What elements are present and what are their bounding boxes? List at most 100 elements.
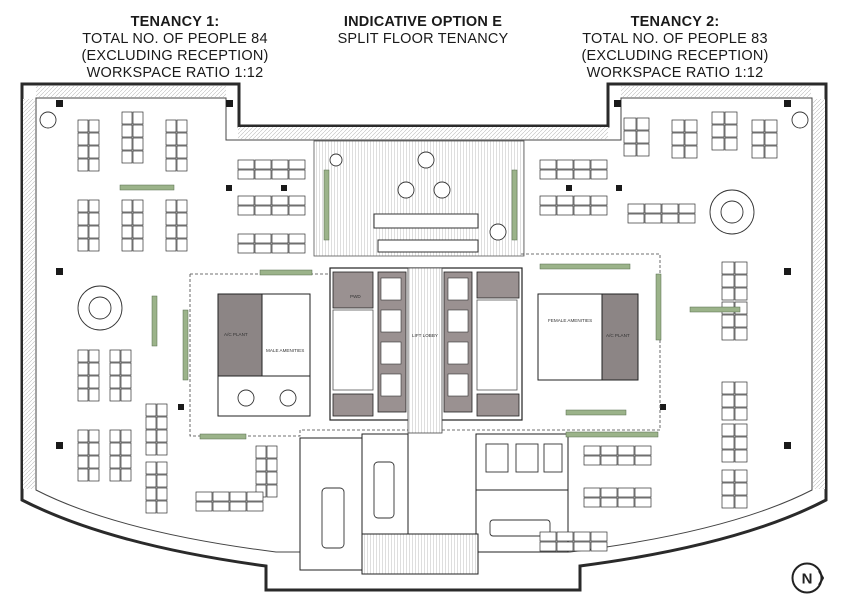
workstation (246, 501, 264, 512)
workstation (156, 442, 168, 456)
workstation (721, 449, 735, 463)
workstation (121, 225, 133, 239)
workstation (573, 169, 591, 180)
workstation (246, 491, 264, 502)
workstation (237, 159, 255, 170)
workstation (120, 375, 132, 389)
workstation (88, 132, 100, 146)
workstation (121, 124, 133, 138)
option-title: INDICATIVE OPTION E (343, 14, 503, 30)
lift-lobby-label: LIFT LOBBY (412, 333, 438, 338)
workstation (195, 501, 213, 512)
workstation (212, 501, 230, 512)
glazing-strips (23, 86, 825, 489)
workstation (590, 169, 608, 180)
workstation (156, 403, 168, 417)
workstation (255, 458, 267, 472)
tenancy-1-title: TENANCY 1: (130, 14, 220, 30)
workstation (583, 497, 601, 508)
workstation (254, 205, 272, 216)
workstation (145, 487, 157, 501)
workstation (77, 225, 89, 239)
workstation (88, 199, 100, 213)
workstation (684, 119, 698, 133)
workstation (237, 169, 255, 180)
tenancy-2-ratio: WORKSPACE RATIO 1:12 (586, 65, 764, 81)
workstation (271, 169, 289, 180)
workstation (721, 274, 735, 288)
workstation (237, 243, 255, 254)
workstation (590, 159, 608, 170)
female-amenities (537, 293, 603, 381)
workstation (132, 137, 144, 151)
workstation (77, 429, 89, 443)
workstation (120, 429, 132, 443)
workstation (678, 203, 696, 214)
workstation (556, 531, 574, 542)
workstation (623, 143, 637, 157)
north-compass-icon: N (791, 562, 824, 594)
workstation (634, 445, 652, 456)
workstation (684, 145, 698, 159)
workstation (145, 474, 157, 488)
workstation (121, 238, 133, 252)
workstation (636, 117, 650, 131)
tenancy-1-header: TENANCY 1: TOTAL NO. OF PEOPLE 84 (EXCLU… (40, 14, 310, 82)
workstation (590, 531, 608, 542)
workstation (721, 469, 735, 483)
workstation (271, 205, 289, 216)
bench-table (373, 213, 479, 229)
workstation (617, 455, 635, 466)
workstation (583, 455, 601, 466)
workstation-clusters (77, 111, 778, 552)
workstation (145, 442, 157, 456)
workstation (145, 429, 157, 443)
workstation (109, 455, 121, 469)
workstation (255, 471, 267, 485)
bench-table-2 (377, 239, 479, 253)
workstation (724, 137, 738, 151)
workstation (583, 445, 601, 456)
workstation (711, 111, 725, 125)
workstation (88, 455, 100, 469)
tenancy-1-note: (EXCLUDING RECEPTION) (81, 48, 269, 64)
ac-plant-left (217, 293, 263, 377)
workstation (165, 238, 177, 252)
workstation (121, 137, 133, 151)
workstation (165, 225, 177, 239)
workstation (109, 362, 121, 376)
workstation (77, 158, 89, 172)
workstation (266, 458, 278, 472)
ac-plant-right-label: A/C PLANT (606, 333, 630, 338)
workstation (120, 442, 132, 456)
workstation (671, 145, 685, 159)
workstation (237, 195, 255, 206)
workstation (77, 199, 89, 213)
workstation (254, 195, 272, 206)
workstation (145, 403, 157, 417)
workstation (156, 416, 168, 430)
workstation (734, 469, 748, 483)
workstation (634, 487, 652, 498)
workstation (634, 455, 652, 466)
workstation (77, 212, 89, 226)
pwd-label: PWD (350, 294, 361, 299)
workstation (288, 233, 306, 244)
workstation (721, 261, 735, 275)
workstation (176, 145, 188, 159)
workstation (77, 388, 89, 402)
workstation (734, 449, 748, 463)
workstation (590, 205, 608, 216)
workstation (165, 158, 177, 172)
workstation (583, 487, 601, 498)
workstation (88, 145, 100, 159)
workstation (176, 158, 188, 172)
workstation (156, 474, 168, 488)
workstation (556, 169, 574, 180)
workstation (88, 468, 100, 482)
workstation (573, 531, 591, 542)
workstation (734, 407, 748, 421)
workstation (266, 471, 278, 485)
workstation (88, 119, 100, 133)
meeting-tables (321, 443, 563, 549)
